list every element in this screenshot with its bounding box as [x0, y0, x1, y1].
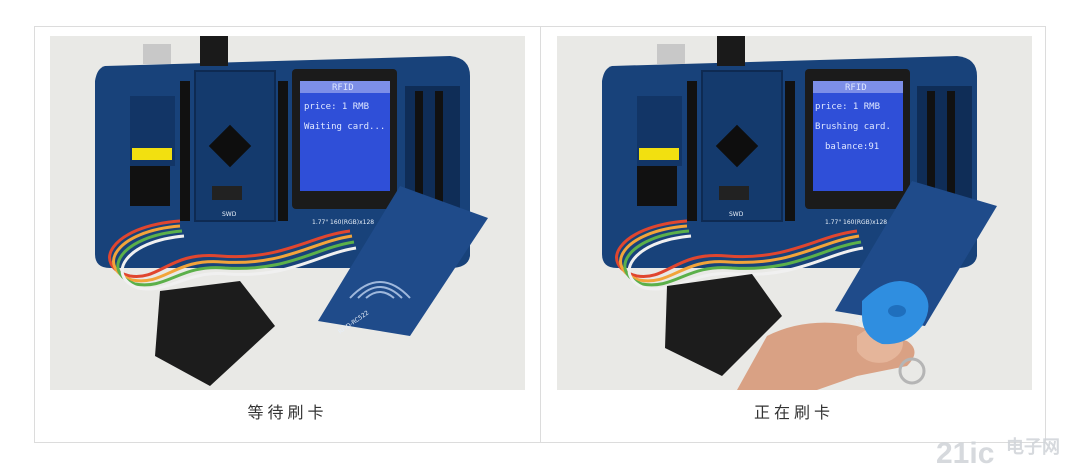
swd-label: SWD: [222, 211, 237, 218]
board-illustration-2: SWD RFID price: 1 RMB Brushing card. bal…: [557, 36, 1032, 390]
image-table: SWD RFID price: 1 RMB Waiting card... 1.…: [34, 26, 1046, 443]
watermark-logo-text: 21ic: [936, 437, 994, 470]
watermark-name-text: 电子网: [1006, 436, 1060, 458]
lcd-line-3-2: balance:91: [825, 142, 879, 152]
photo-brushing-card: SWD RFID price: 1 RMB Brushing card. bal…: [557, 36, 1032, 390]
lcd-line-2: Waiting card...: [304, 122, 385, 132]
lcd-title: RFID: [332, 83, 354, 93]
site-watermark-logo: 21ic 电子网: [934, 431, 1084, 471]
board-illustration: SWD RFID price: 1 RMB Waiting card... 1.…: [50, 36, 525, 390]
swd-label-2: SWD: [729, 211, 744, 218]
caption-waiting: 等待刷卡: [247, 403, 328, 422]
lcd-line-1-2: price: 1 RMB: [815, 102, 880, 112]
panel-brushing: SWD RFID price: 1 RMB Brushing card. bal…: [541, 27, 1047, 442]
panel-waiting: SWD RFID price: 1 RMB Waiting card... 1.…: [35, 27, 541, 442]
lcd-title-2: RFID: [845, 83, 867, 93]
lcd-spec-label: 1.77" 160(RGB)x128: [312, 219, 374, 226]
lcd-line-1: price: 1 RMB: [304, 102, 369, 112]
lcd-line-2-2: Brushing card.: [815, 122, 891, 132]
photo-waiting-card: SWD RFID price: 1 RMB Waiting card... 1.…: [50, 36, 525, 390]
caption-brushing: 正在刷卡: [753, 403, 834, 422]
lcd-spec-label-2: 1.77" 160(RGB)x128: [825, 219, 887, 226]
